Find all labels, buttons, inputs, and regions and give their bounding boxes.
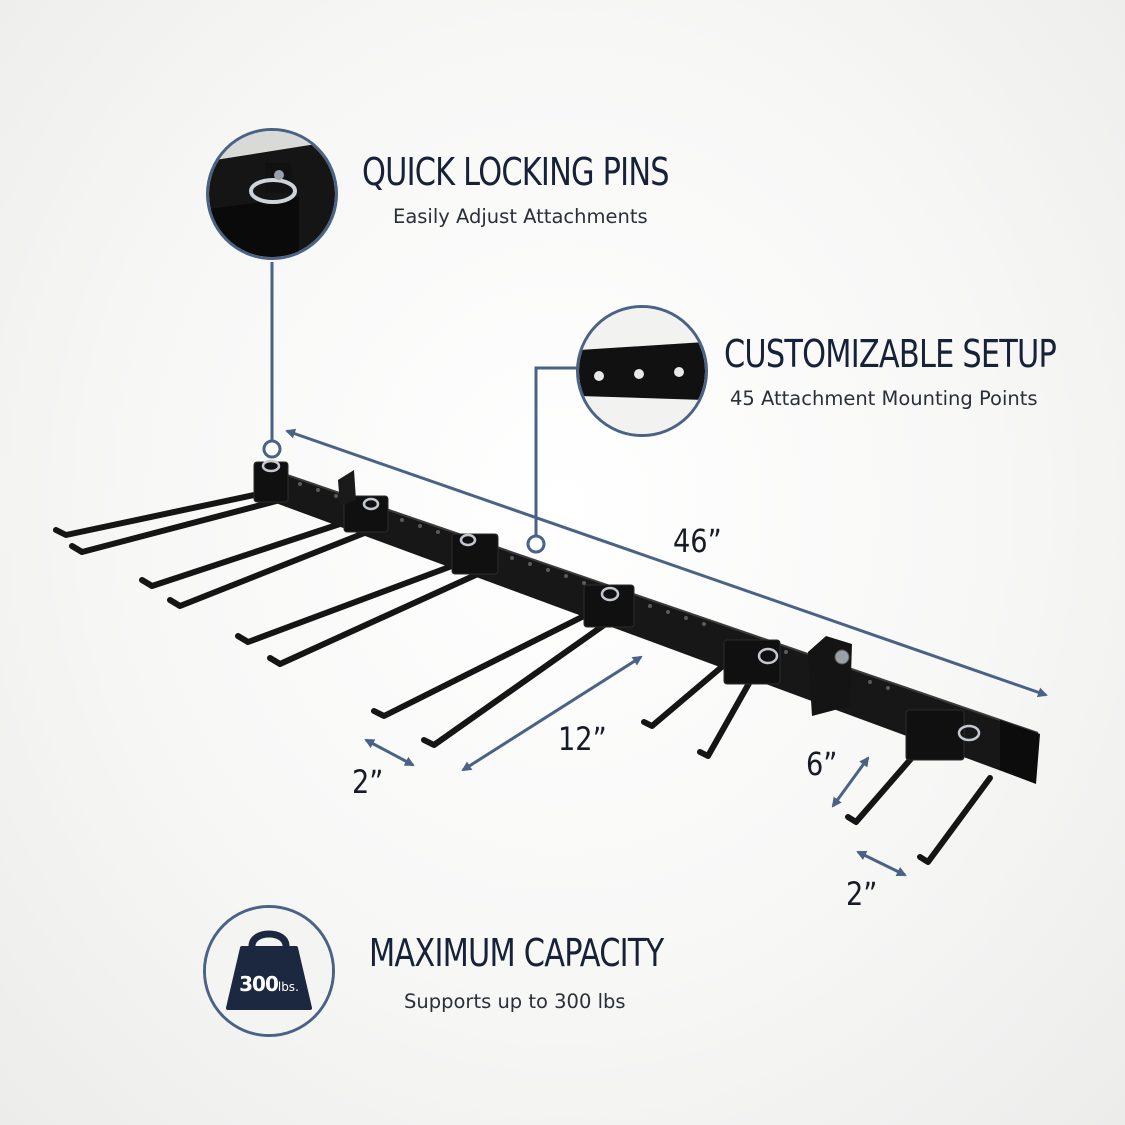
dimension-label-arm-spacing-short: 2”	[846, 875, 878, 913]
locking-pins	[261, 459, 981, 742]
wall-mount-plates	[338, 470, 852, 716]
attachment-brackets	[253, 461, 965, 761]
dimension-arrows	[285, 428, 1048, 877]
locking-pin-badge	[206, 128, 338, 260]
feature-subtitle-locking-pins: Easily Adjust Attachments	[393, 205, 648, 228]
feature-title-maximum-capacity: MAXIMUM CAPACITY	[369, 931, 664, 975]
weight-icon	[206, 908, 332, 1034]
mounting-plate-badge	[576, 305, 708, 437]
dimension-label-arm-spacing-long: 2”	[352, 763, 384, 801]
feature-title-locking-pins: QUICK LOCKING PINS	[362, 150, 670, 194]
setup-callout-dot	[526, 534, 546, 554]
dimension-label-rail-length: 46”	[673, 522, 722, 560]
weight-label: 300lbs.	[206, 972, 332, 996]
feature-subtitle-customizable-setup: 45 Attachment Mounting Points	[730, 387, 1038, 410]
hook-arms	[53, 489, 993, 865]
pin-callout-dot	[262, 439, 282, 459]
dimension-label-arm-length-short: 6”	[806, 745, 838, 783]
weight-badge: 300lbs.	[203, 905, 335, 1037]
feature-title-customizable-setup: CUSTOMIZABLE SETUP	[724, 332, 1057, 376]
dimension-label-arm-length-long: 12”	[558, 720, 607, 758]
mounting-plate-holes-icon	[579, 308, 705, 434]
weight-unit: lbs.	[277, 980, 299, 994]
rail-holes	[298, 482, 890, 690]
weight-value: 300	[239, 972, 279, 996]
feature-subtitle-maximum-capacity: Supports up to 300 lbs	[404, 990, 626, 1013]
locking-pin-closeup-icon	[209, 131, 335, 257]
